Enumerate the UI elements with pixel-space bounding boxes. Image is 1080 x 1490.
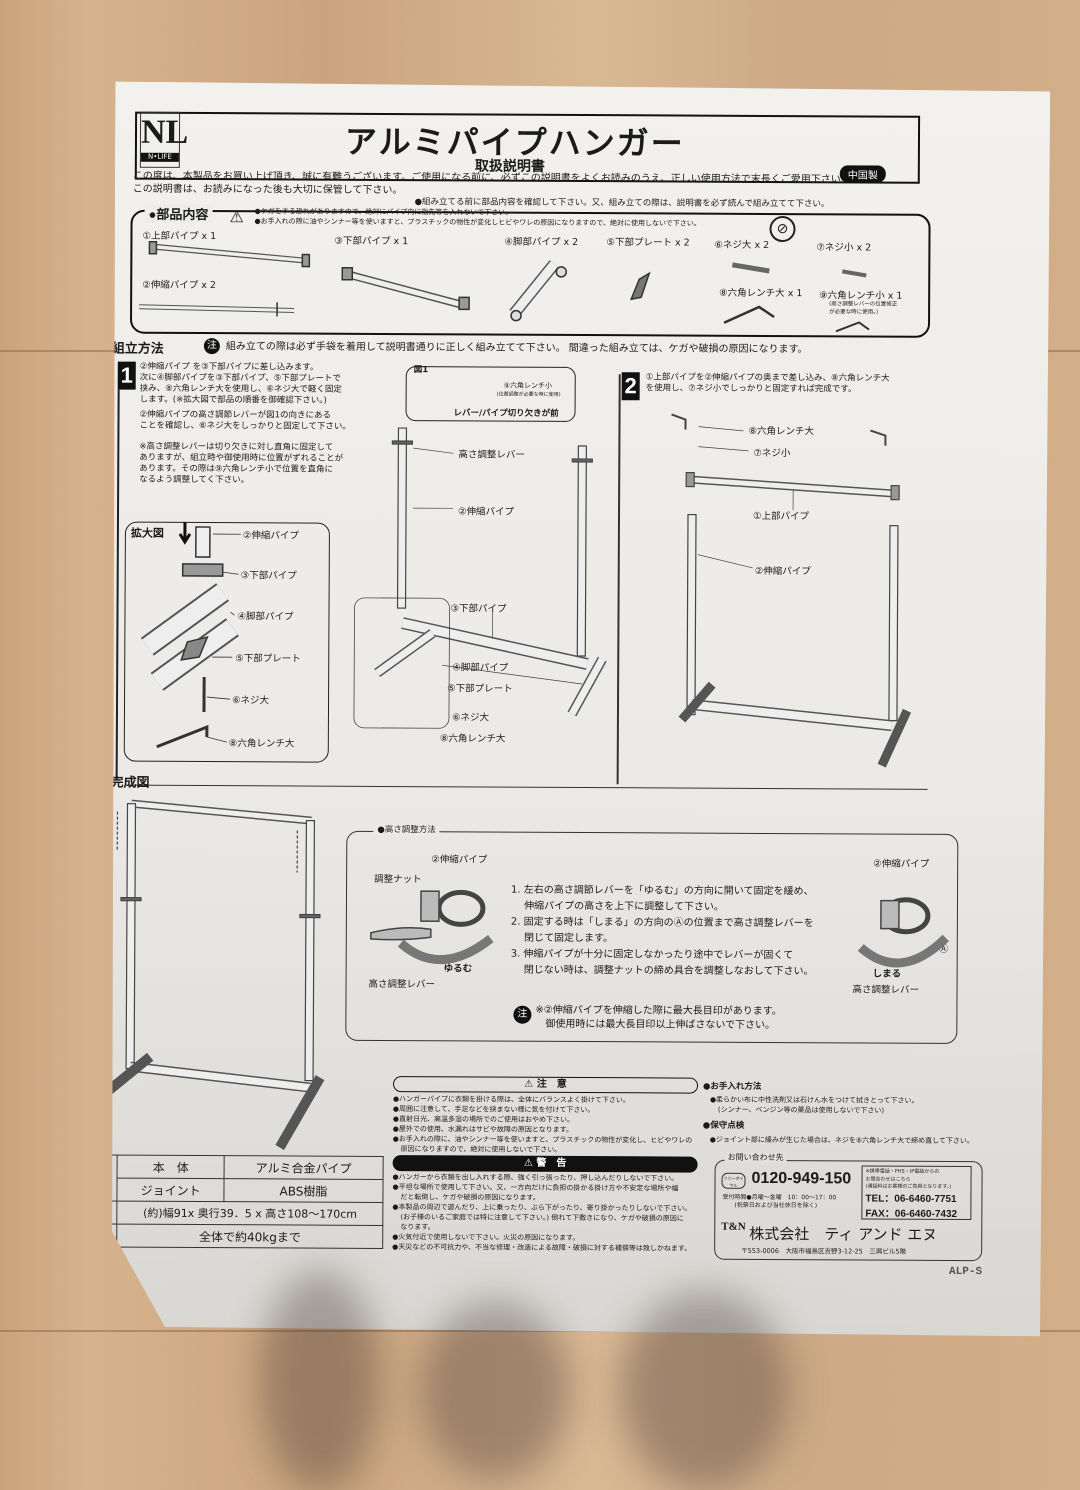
warning-title: ⚠ 警 告 [393, 1155, 698, 1173]
tel-number: TEL：06-6460-7751 [862, 1189, 970, 1205]
adjust-step: 閉じて固定します。 [511, 932, 814, 947]
company-logo: T&N [721, 1222, 739, 1232]
caution-item: 原因になりますので、絶対に使用しないで下さい。 [393, 1144, 693, 1156]
freedial-icon: フリーダイヤル [721, 1173, 745, 1189]
hand-shadow [620, 1290, 790, 1490]
spec-label: 寸 法 [32, 1201, 118, 1224]
spec-value: 全体で約40kgまで [117, 1224, 383, 1248]
warning-item: (お子様のいるご家庭では特に注意して下さい。) 倒れて下敷きになり、ケガや破損の… [392, 1212, 691, 1224]
spec-value: (約)幅91x 奥行39．5 x 高さ108〜170cm [117, 1201, 383, 1225]
care-heading: ●お手入れ方法 [703, 1082, 761, 1093]
caution-title: ⚠ 注 意 [393, 1076, 698, 1094]
adjust-step: 3. 伸縮パイプが十分に固定しなかったり途中でレバーが固くて [511, 948, 814, 963]
spec-value: ABS樹脂 [224, 1179, 383, 1203]
height-caution: 御使用時には最大長目印以上伸ばさないで下さい。 [545, 1018, 775, 1032]
adjust-step: 1. 左右の高さ調節レバーを「ゆるむ」の方向に開いて固定を緩め、 [511, 884, 814, 899]
warning-item: ●天災などの不可抗力や、不当な修理・改造による故障・破損に対する補償等は致しかね… [392, 1242, 691, 1254]
warning-list: ●ハンガーから衣類を出し入れする際、強く引っ張ったり、押し込んだりしないで下さい… [392, 1172, 691, 1254]
contact-heading: お問い合わせ先 [725, 1153, 787, 1163]
adjust-step: 閉じない時は、調整ナットの締め具合を調整しなおして下さい。 [511, 964, 814, 979]
spec-label: ジョイント [117, 1178, 224, 1202]
company-address: 〒553-0006 大阪市福島区吉野3-12-25 三興ビル5階 [741, 1245, 906, 1256]
company-name: 株式会社 ティ アンド エヌ [749, 1223, 937, 1245]
height-caution: ※②伸縮パイプを伸縮した際に最大長目印があります。 [535, 1004, 781, 1018]
spec-label: 許容耐荷重 [32, 1224, 118, 1247]
spec-value: アルミ合金パイプ [224, 1156, 383, 1180]
model-code: ALP-S [949, 1266, 982, 1278]
adjust-step: 伸縮パイプの高さを上下に調整して下さい。 [511, 900, 814, 915]
maintenance-line: ●ジョイント部に緩みが生じた場合は、ネジを⑧六角レンチ大で締め直して下さい。 [710, 1135, 974, 1146]
caution-badge: 注 [513, 1006, 531, 1024]
care-line: (シンナー、ベンジン等の薬品は使用しないで下さい) [718, 1105, 884, 1116]
spec-label: 本 体 [117, 1155, 224, 1179]
hand-shadow [420, 1300, 570, 1480]
fax-number: FAX：06-6460-7432 [862, 1204, 970, 1220]
contact-hours-note: (祝祭日および当社休日を除く) [734, 1200, 817, 1209]
freedial-number: 0120-949-150 [751, 1170, 851, 1189]
adjust-step: 2. 固定する時は「しまる」の方向のⒶの位置まで高さ調整レバーを [511, 916, 814, 931]
maintenance-heading: ●保守点検 [703, 1121, 744, 1132]
hand-shadow [260, 1270, 380, 1490]
height-adjust-steps: 1. 左右の高さ調節レバーを「ゆるむ」の方向に開いて固定を緩め、 伸縮パイプの高… [511, 884, 814, 979]
spec-label: 品質表示 [32, 1155, 118, 1201]
caution-list: ●ハンガーパイプに衣類を掛ける際は、全体にバランスよく掛けて下さい。 ●周囲に注… [393, 1094, 693, 1156]
mobile-contact-box: ※携帯電話・PHS・IP電話からの お問合わせはこちら (通話料はお客様のご負担… [861, 1165, 971, 1220]
